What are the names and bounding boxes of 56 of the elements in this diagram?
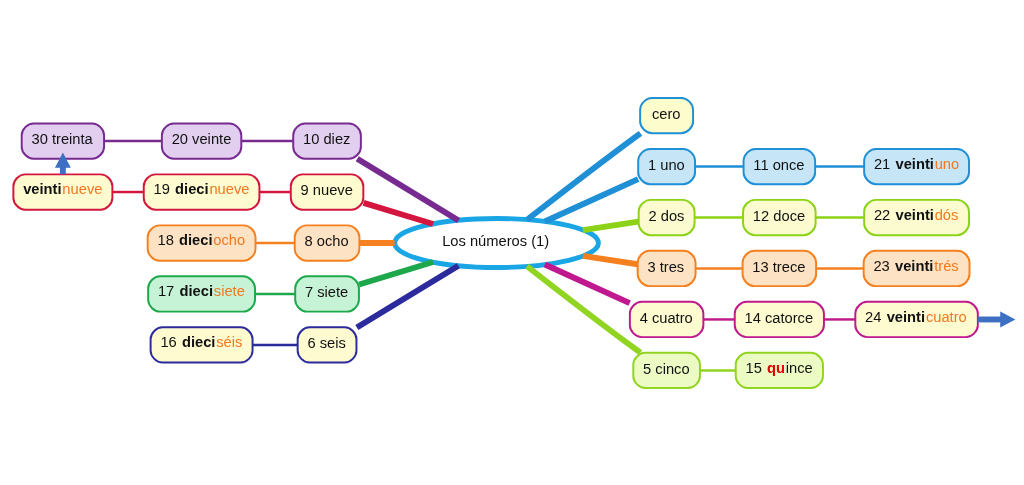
connector — [252, 343, 298, 346]
node-box: 3 tres — [636, 249, 697, 287]
node-box: 16 dieciséis — [149, 325, 254, 364]
node-box: 15 quince — [734, 351, 824, 389]
node-box: 18 dieciocho — [146, 223, 257, 262]
connector — [700, 368, 736, 372]
node-ellipse: Los números (1) — [392, 215, 601, 270]
node-box: 5 cinco — [632, 351, 701, 389]
node-box: 23 veintitrés — [862, 249, 971, 287]
node-box: 8 ocho — [293, 223, 361, 262]
connector — [582, 252, 639, 267]
node-box: 22 veintidós — [863, 198, 970, 236]
connector — [355, 262, 460, 330]
connector — [525, 130, 643, 222]
connector — [815, 164, 865, 168]
connector — [359, 239, 395, 246]
connector — [543, 261, 631, 306]
node-box: 24 veinticuatro — [854, 300, 979, 338]
node-box: 12 doce — [742, 198, 817, 236]
node-box: cero — [639, 96, 695, 134]
connector — [694, 215, 743, 219]
node-box: 7 siete — [294, 274, 360, 313]
connector — [543, 175, 640, 224]
node-box: 19 diecinueve — [142, 172, 261, 211]
node-box: 13 trece — [741, 249, 818, 287]
connector — [255, 241, 295, 244]
node-box: 20 veinte — [160, 121, 243, 160]
node-box: 17 diecisiete — [147, 274, 256, 313]
connector — [255, 292, 295, 295]
connector — [112, 190, 144, 193]
connector — [695, 266, 743, 270]
node-box: 2 dos — [637, 198, 696, 236]
connector — [362, 199, 434, 227]
connector — [703, 317, 735, 321]
node-box: 6 seis — [296, 325, 358, 364]
node-box: 4 cuatro — [628, 300, 705, 338]
connector — [815, 215, 864, 219]
connector — [816, 266, 864, 270]
connector — [241, 139, 293, 142]
connector — [358, 258, 434, 287]
node-box: 30 treinta — [20, 121, 106, 160]
connector — [259, 190, 291, 193]
connector — [582, 218, 639, 233]
connector — [525, 263, 643, 355]
node-box: 11 once — [742, 147, 817, 185]
node-box: 9 nueve — [289, 172, 365, 211]
node-box: veintinueve — [12, 172, 114, 211]
connector — [695, 164, 744, 168]
node-box: 21 veintiuno — [863, 147, 970, 185]
node-box: 10 diez — [292, 121, 362, 160]
connector — [104, 139, 162, 142]
node-box: 1 uno — [637, 147, 696, 185]
arrow — [977, 311, 1016, 327]
connector — [824, 317, 856, 321]
node-box: 14 catorce — [733, 300, 825, 338]
connector — [355, 155, 461, 223]
